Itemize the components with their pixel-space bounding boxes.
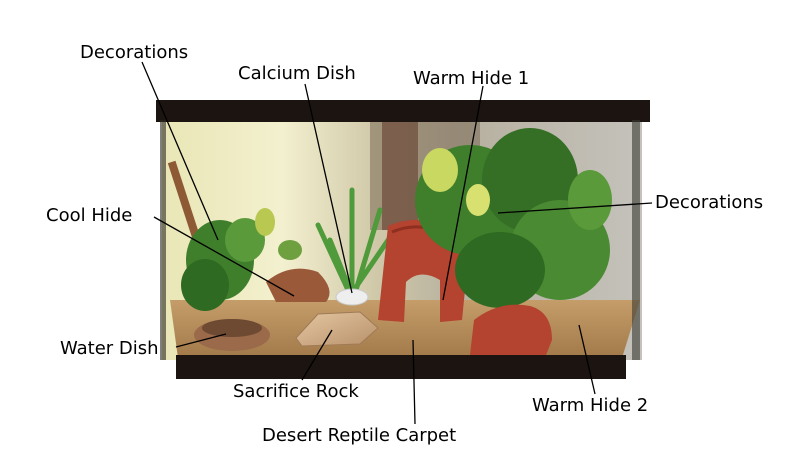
label-warm-hide-2: Warm Hide 2 (532, 395, 649, 416)
label-sacrifice-rock: Sacrifice Rock (233, 381, 359, 402)
decorations-right (415, 128, 612, 308)
background-pipe (382, 120, 418, 230)
water-dish (194, 319, 270, 351)
sacrifice-rock (295, 311, 379, 347)
leader-cool-hide (153, 216, 295, 297)
leader-calcium-dish (304, 83, 353, 294)
leader-sacrifice-rock (301, 329, 333, 381)
leader-warm-hide-2 (578, 324, 596, 395)
decorations-left (167, 160, 302, 311)
label-decorations-left: Decorations (80, 42, 189, 63)
tank-top-frame (156, 100, 650, 122)
tank-right-edge (632, 120, 640, 360)
label-cool-hide: Cool Hide (46, 205, 133, 226)
wooden-stick (167, 160, 201, 240)
tank-left-edge (160, 120, 166, 360)
cool-hide (266, 268, 330, 302)
tank-bottom-frame (176, 355, 626, 379)
leader-water-dish (175, 333, 227, 348)
label-calcium-dish: Calcium Dish (238, 63, 356, 84)
leader-warm-hide-1 (442, 85, 484, 301)
leader-decorations-right (497, 202, 653, 214)
label-desert-reptile-carpet: Desert Reptile Carpet (262, 425, 457, 446)
calcium-dish-plant (315, 187, 398, 293)
leader-decorations-left (141, 61, 219, 241)
label-water-dish: Water Dish (60, 338, 159, 359)
warm-hide-2 (470, 304, 552, 355)
leader-desert-reptile-carpet (412, 339, 416, 425)
leader-lines (141, 61, 653, 425)
label-warm-hide-1: Warm Hide 1 (413, 68, 530, 89)
label-decorations-right: Decorations (655, 192, 764, 213)
calcium-dish (335, 288, 369, 306)
